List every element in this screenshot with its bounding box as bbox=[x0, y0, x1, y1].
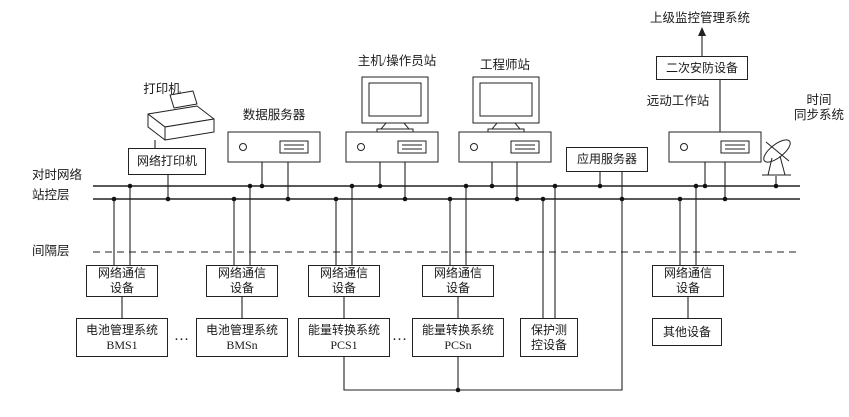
app-server-box-label: 应用服务器 bbox=[576, 152, 637, 166]
network-comm-box-3: 网络通信 设备 bbox=[308, 265, 380, 297]
data-server-label: 数据服务器 bbox=[242, 108, 306, 122]
secondary-security-box-label: 二次安防设备 bbox=[665, 60, 738, 75]
time-sync-system-label-line1: 时间 bbox=[806, 93, 832, 107]
pcs-ellipsis: … bbox=[392, 328, 408, 344]
network-comm-box-2: 网络通信 设备 bbox=[206, 265, 278, 297]
data-server-icon bbox=[227, 131, 321, 163]
network-comm-box-1: 网络通信 设备 bbox=[86, 265, 158, 297]
printer-icon bbox=[147, 90, 215, 141]
network-printer-box: 网络打印机 bbox=[128, 148, 206, 175]
upper-system-label: 上级监控管理系统 bbox=[649, 11, 750, 25]
network-comm-box-4: 网络通信 设备 bbox=[422, 265, 494, 297]
connector-lines bbox=[113, 34, 777, 391]
bus-lines bbox=[93, 185, 800, 253]
satellite-dish-icon bbox=[762, 139, 791, 176]
secondary-security-box: 二次安防设备 bbox=[656, 56, 748, 80]
bmsn-box: 电池管理系统 BMSn bbox=[196, 318, 288, 357]
host-chassis-icon bbox=[345, 131, 439, 163]
other-devices-box: 其他设备 bbox=[652, 318, 722, 346]
remote-workstation-label: 远动工作站 bbox=[646, 94, 710, 108]
time-sync-system-label-line2: 同步系统 bbox=[793, 108, 844, 122]
junction-dots bbox=[111, 183, 779, 393]
bms-ellipsis: … bbox=[174, 328, 190, 344]
time-sync-system-label: 时间 同步系统 bbox=[791, 93, 847, 123]
host-monitor-icon bbox=[361, 76, 429, 134]
station-layer-label: 站控层 bbox=[32, 188, 70, 202]
network-printer-box-label: 网络打印机 bbox=[136, 154, 197, 168]
network-comm-box-5: 网络通信 设备 bbox=[652, 265, 724, 297]
time-network-label: 对时网络 bbox=[32, 168, 83, 182]
bay-layer-label: 间隔层 bbox=[32, 244, 70, 258]
pcs1-box: 能量转换系统 PCS1 bbox=[298, 318, 390, 357]
remote-workstation-chassis-icon bbox=[668, 131, 762, 163]
printer-label: 打印机 bbox=[143, 82, 181, 96]
protection-box: 保护测 控设备 bbox=[520, 318, 578, 357]
engineer-label: 工程师站 bbox=[479, 58, 530, 72]
engineer-monitor-icon bbox=[472, 76, 540, 134]
pcsn-box: 能量转换系统 PCSn bbox=[412, 318, 504, 357]
app-server-box: 应用服务器 bbox=[566, 147, 648, 172]
arrow-up-icon bbox=[698, 27, 706, 36]
engineer-chassis-icon bbox=[458, 131, 552, 163]
bms1-box: 电池管理系统 BMS1 bbox=[76, 318, 168, 357]
host-operator-label: 主机/操作员站 bbox=[357, 54, 437, 68]
